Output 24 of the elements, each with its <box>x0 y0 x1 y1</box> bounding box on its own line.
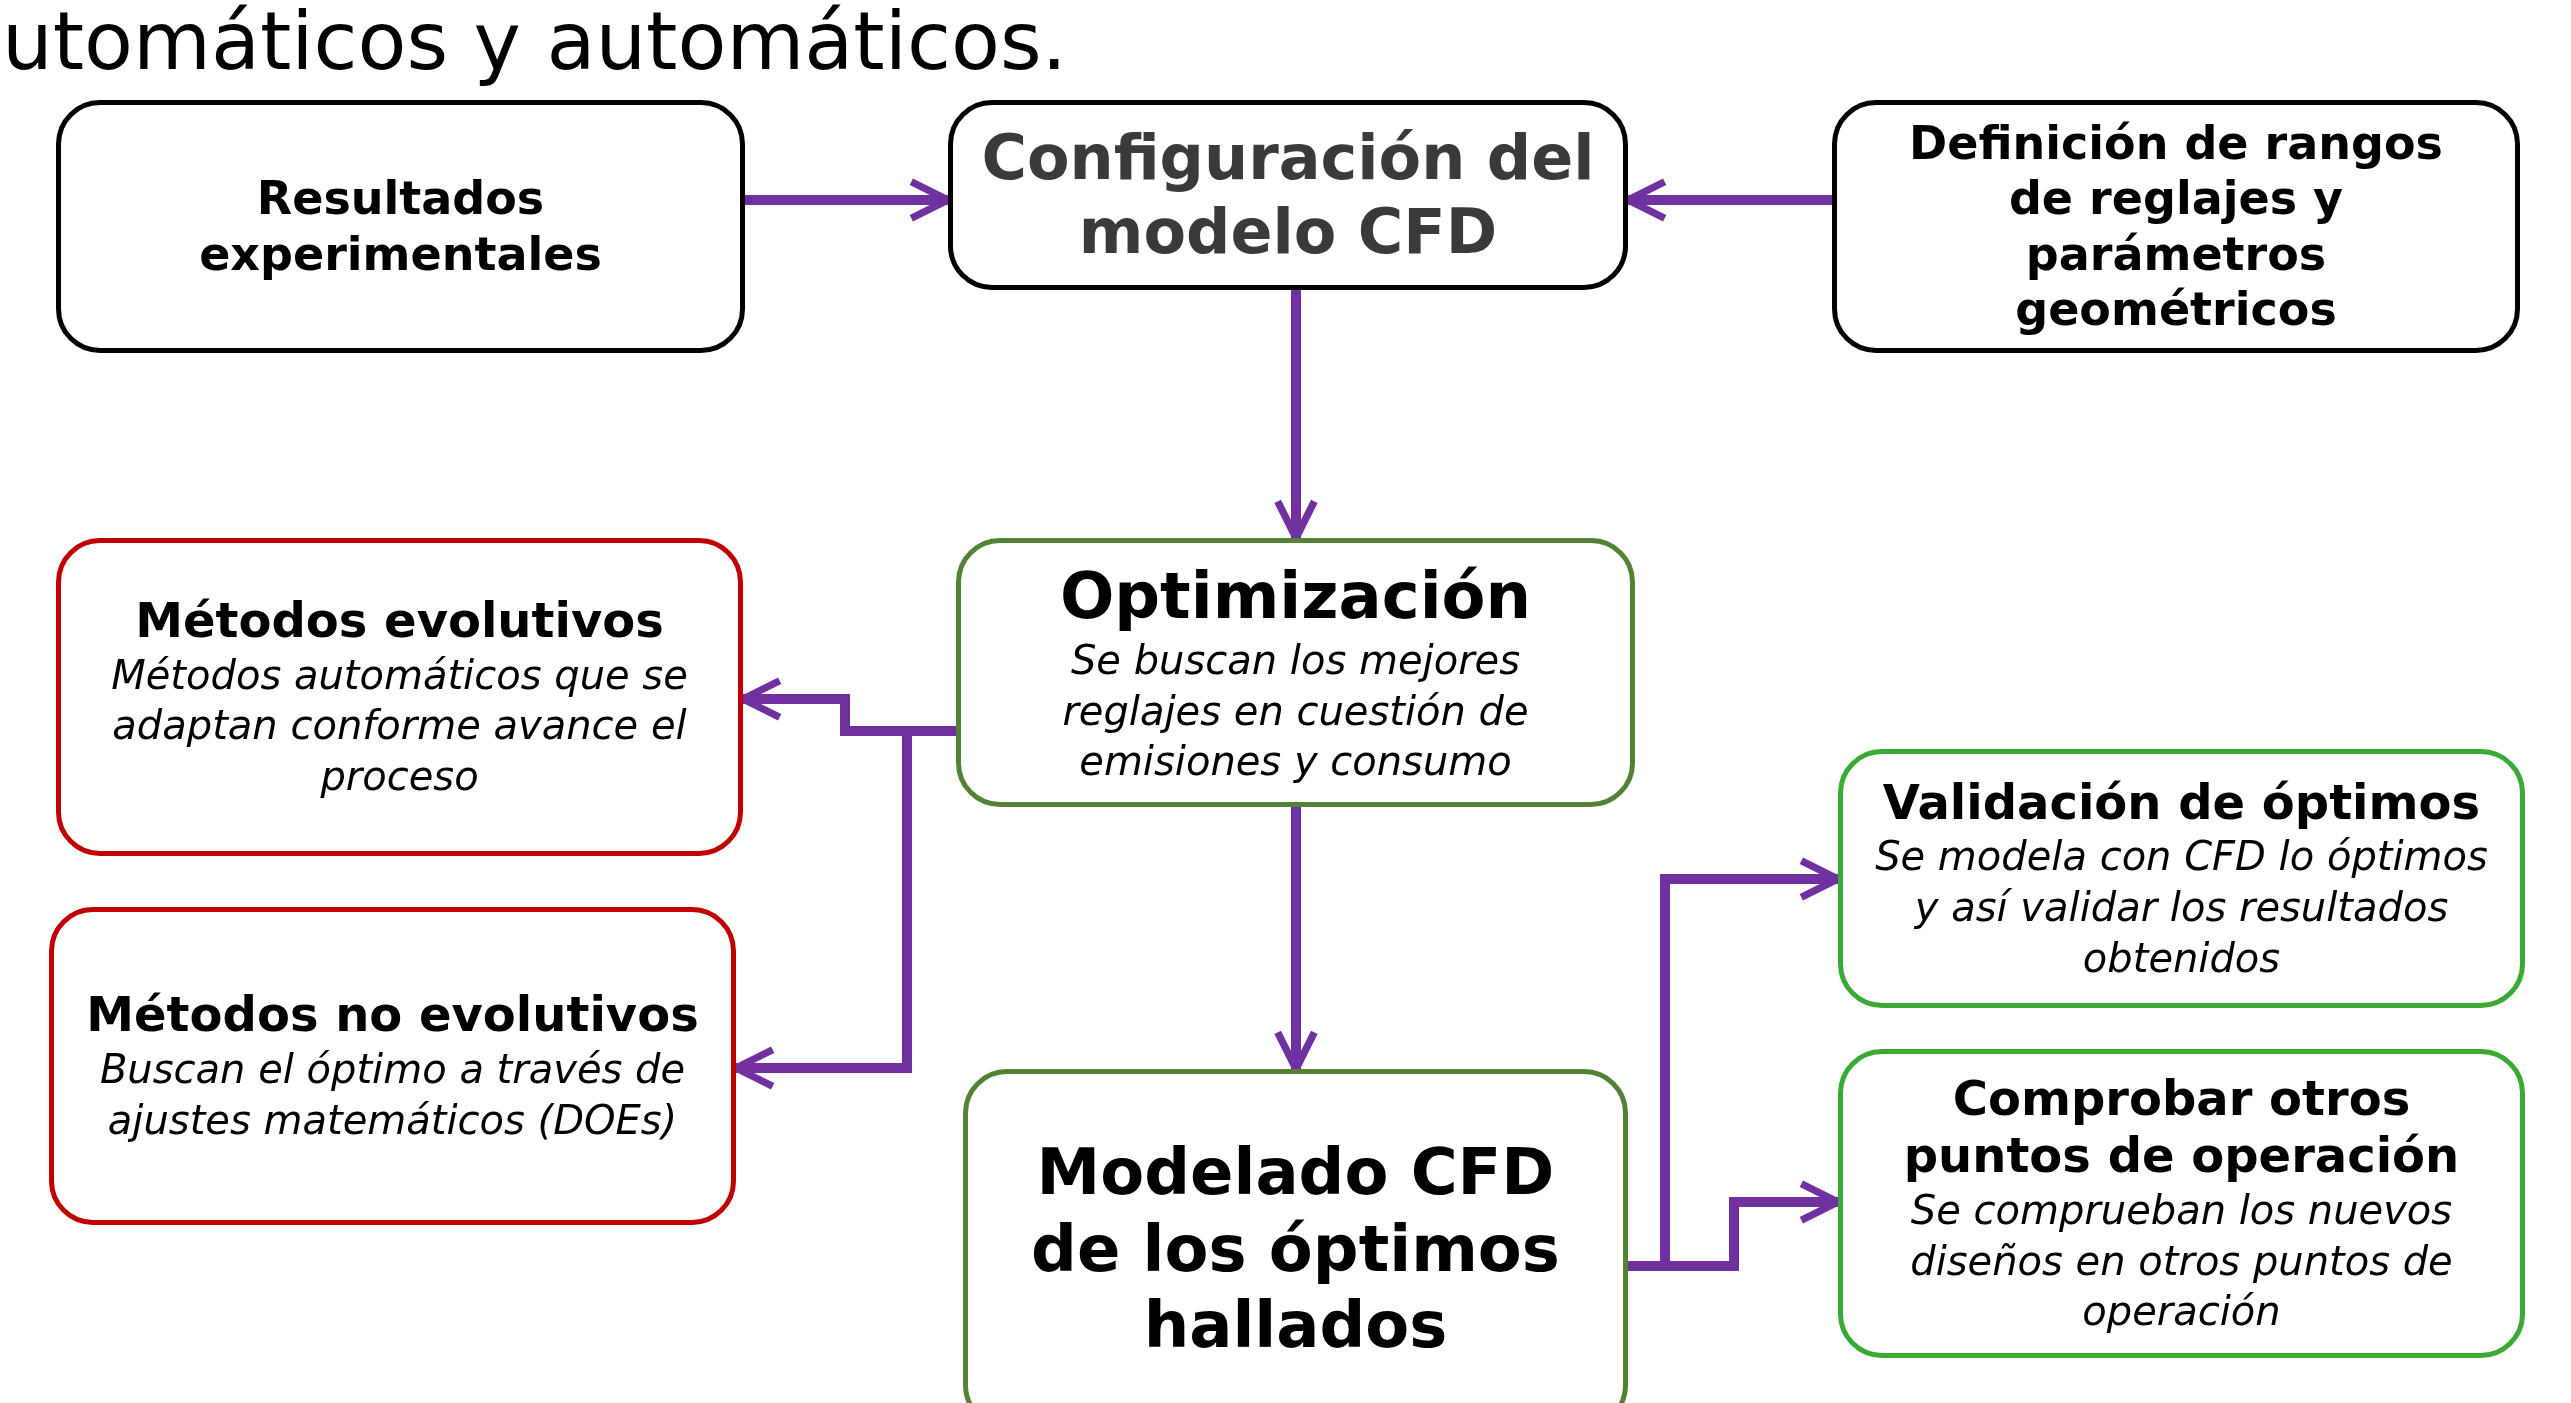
box-title: Métodos evolutivos <box>135 592 664 650</box>
process-box <box>49 907 736 1225</box>
cropped-heading: utomáticos y automáticos. <box>2 0 1067 86</box>
process-box <box>1832 100 2520 353</box>
box-title: Validación de óptimos <box>1882 773 2481 832</box>
process-box <box>56 538 743 856</box>
box-title: Optimización <box>1059 557 1532 635</box>
process-box <box>963 1069 1628 1403</box>
box-description: Se modela con CFD lo óptimos y así validar los resultados obtenidos <box>1874 832 2489 983</box>
box-description: Se buscan los mejores reglajes en cuestión de emisiones y consumo <box>1061 635 1530 787</box>
process-box <box>956 538 1635 807</box>
box-description: Buscan el óptimo a través de ajustes matemáticos (DOEs) <box>98 1045 687 1145</box>
box-label: Modelado CFD de los óptimos hallados <box>1030 1133 1561 1365</box>
process-box <box>1838 1049 2525 1358</box>
box-title: Comprobar otros puntos de operación <box>1902 1069 2461 1185</box>
process-box <box>948 100 1628 290</box>
box-description: Se comprueban los nuevos diseños en otros puntos de operación <box>1909 1185 2454 1337</box>
box-label: Resultados experimentales <box>198 171 603 282</box>
box-title: Métodos no evolutivos <box>86 986 699 1044</box>
process-box <box>1838 749 2525 1008</box>
box-label: Definición de rangos de reglajes y parámetros geométricos <box>1908 116 2444 337</box>
process-box <box>56 100 745 353</box>
box-label: Configuración del modelo CFD <box>980 120 1596 270</box>
box-description: Métodos automáticos que se adaptan conforme avance el proceso <box>110 650 689 802</box>
